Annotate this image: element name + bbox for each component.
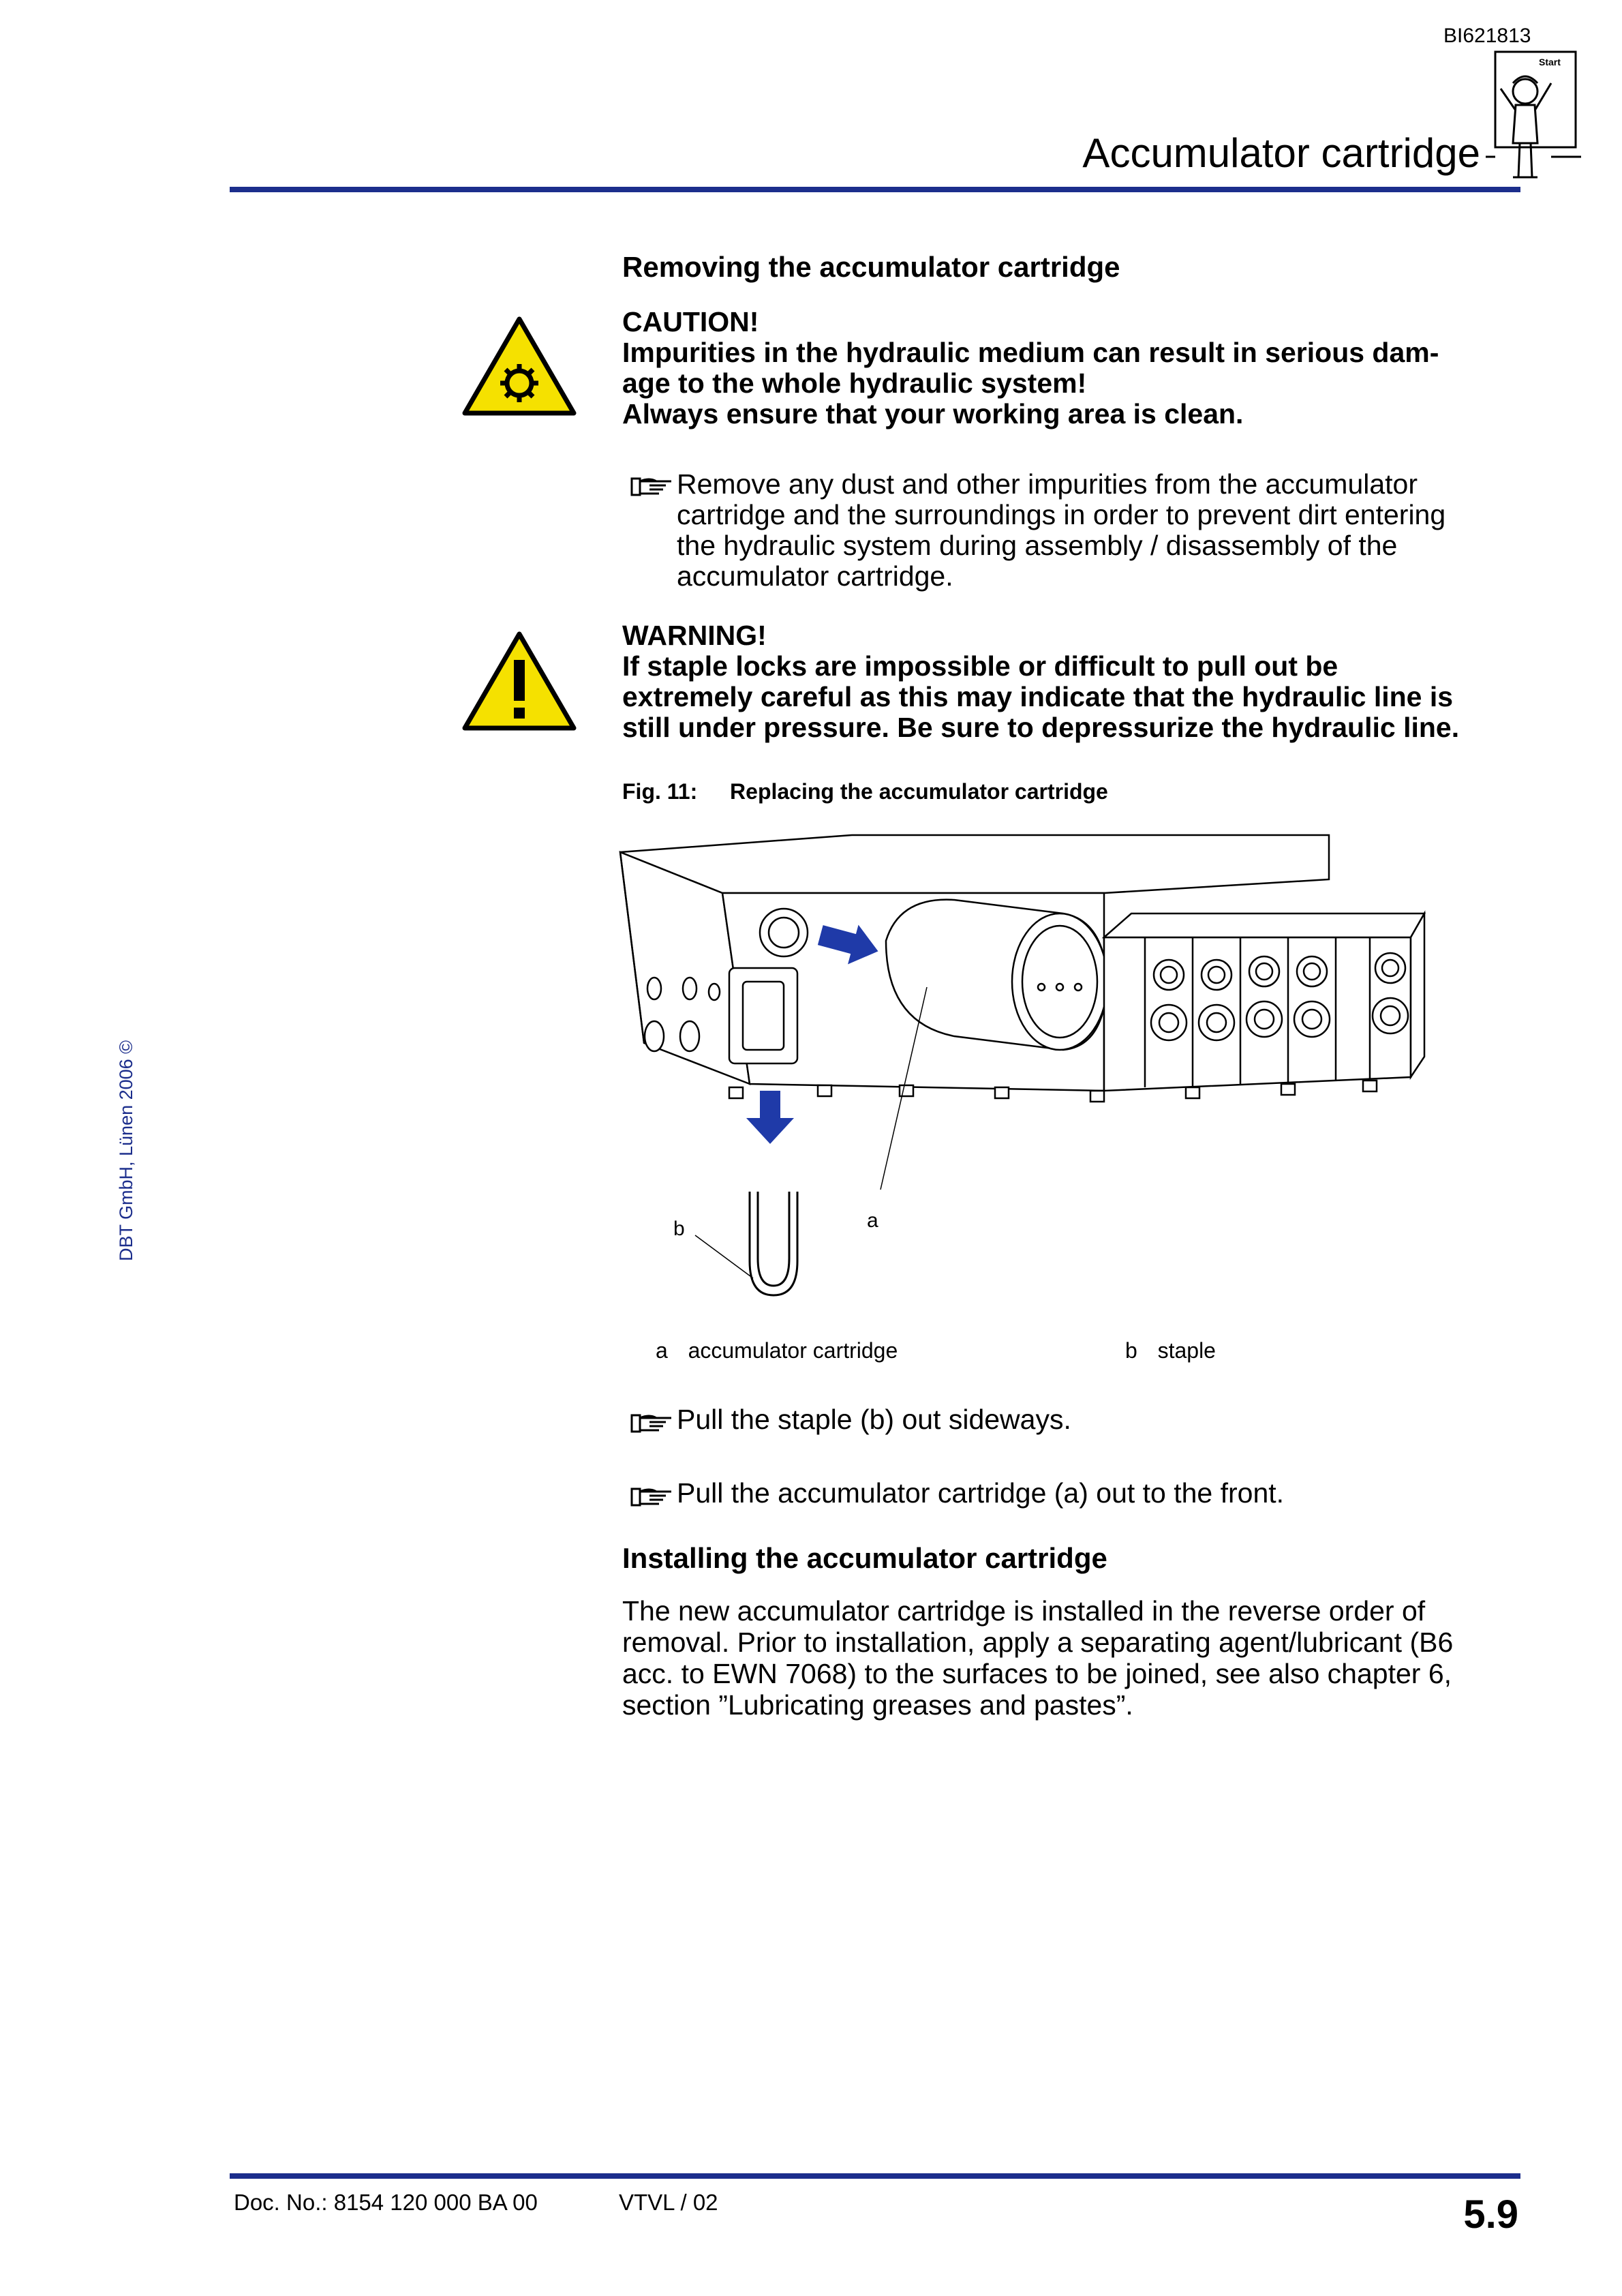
warning-block: WARNING! If staple locks are impossible … [622,620,1529,743]
label-a: a [867,1209,878,1232]
document-number: Doc. No.: 8154 120 000 BA 00 [234,2190,538,2215]
caution-block: CAUTION! Impurities in the hydraulic med… [622,307,1522,429]
document-id: BI621813 [1443,25,1531,47]
step-line: Remove any dust and other impurities fro… [677,468,1418,500]
legend-item-b: b staple [1125,1338,1216,1363]
paragraph-line: acc. to EWN 7068) to the surfaces to be … [622,1658,1452,1689]
pointing-hand-icon [630,477,671,496]
step-line: the hydraulic system during assembly / d… [677,530,1398,561]
caution-title: CAUTION! [622,306,759,337]
legend-key: a [656,1338,668,1363]
caution-line: Impurities in the hydraulic medium can r… [622,337,1439,368]
warning-title: WARNING! [622,620,767,651]
warning-line: If staple locks are impossible or diffic… [622,650,1338,682]
paragraph-line: removal. Prior to installation, apply a … [622,1627,1454,1658]
valve-block-drawing: b a [619,834,1426,1297]
page-number: 5.9 [1463,2192,1518,2237]
caution-line: age to the whole hydraulic system! [622,367,1087,399]
legend-key: b [1125,1338,1137,1363]
header-rule [230,187,1520,192]
caution-gear-hazard-icon [462,316,577,416]
footer-rule [230,2173,1520,2179]
step-clean-surroundings: Remove any dust and other impurities fro… [677,469,1522,592]
step-line: accumulator cartridge. [677,560,953,592]
document-version: VTVL / 02 [619,2190,718,2215]
figure-number: Fig. 11: [622,779,698,804]
step-line: cartridge and the surroundings in order … [677,499,1446,530]
paragraph-line: section ”Lubricating greases and pastes”… [622,1689,1133,1721]
start-badge: Start [1539,57,1561,67]
legend-item-a: a accumulator cartridge [656,1338,898,1363]
page-title: Accumulator cartridge [1082,130,1480,176]
legend-text: staple [1157,1338,1216,1363]
figure-caption: Fig. 11: Replacing the accumulator cartr… [622,779,1108,804]
warning-exclamation-icon [462,631,577,731]
caution-line: Always ensure that your working area is … [622,398,1244,429]
pointing-hand-icon [630,1487,671,1507]
installing-paragraph: The new accumulator cartridge is install… [622,1595,1529,1721]
warning-line: still under pressure. Be sure to depress… [622,712,1460,743]
copyright-notice: DBT GmbH, Lünen 2006 © [116,1040,136,1261]
step-pull-cartridge: Pull the accumulator cartridge (a) out t… [677,1477,1285,1509]
legend-text: accumulator cartridge [688,1338,898,1363]
figure-title: Replacing the accumulator cartridge [730,779,1108,804]
paragraph-line: The new accumulator cartridge is install… [622,1595,1426,1627]
warning-line: extremely careful as this may indicate t… [622,681,1454,712]
start-figure-icon: Start [1486,50,1581,179]
step-pull-staple: Pull the staple (b) out sideways. [677,1404,1071,1435]
pointing-hand-icon [630,1414,671,1433]
label-b: b [673,1218,685,1240]
section-heading-removing: Removing the accumulator cartridge [622,251,1120,283]
section-heading-installing: Installing the accumulator cartridge [622,1542,1107,1574]
